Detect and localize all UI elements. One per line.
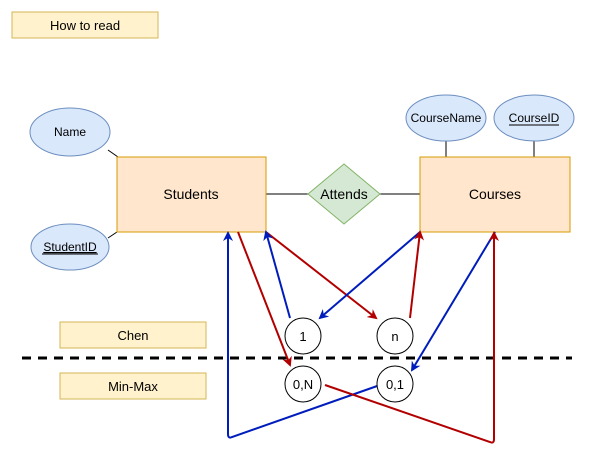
attribute-courseid-text: CourseID — [509, 111, 560, 125]
cardinality-chen-n-text: n — [391, 329, 398, 344]
arrow-courses-to-01 — [410, 231, 496, 372]
attribute-studentid-text: StudentID — [43, 240, 97, 254]
legend-chen: Chen — [59, 321, 207, 349]
arrow-n-to-courses — [409, 230, 425, 319]
entity-courses: Courses — [419, 156, 571, 233]
legend-chen-text: Chen — [117, 328, 148, 343]
attribute-coursename: CourseName — [405, 94, 487, 142]
entity-students: Students — [116, 156, 267, 233]
relationship-attends-text: Attends — [320, 186, 367, 202]
studentid-connector — [107, 231, 118, 239]
cardinality-chen-1: 1 — [284, 317, 322, 355]
relationship-attends: Attends — [307, 163, 381, 225]
name-connector — [107, 149, 119, 158]
attribute-name-text: Name — [54, 125, 86, 139]
cardinality-minmax-01: 0,1 — [376, 365, 414, 403]
legend-minmax: Min-Max — [59, 372, 207, 400]
entity-courses-text: Courses — [469, 186, 521, 202]
attribute-studentid: StudentID — [30, 223, 110, 271]
arrow-0N-to-courses — [324, 231, 499, 444]
cardinality-chen-1-text: 1 — [299, 329, 306, 344]
arrow-students-to-0N — [237, 231, 292, 367]
cardinality-chen-n: n — [376, 317, 414, 355]
arrow-students-to-n — [265, 231, 378, 320]
arrow-courses-to-1 — [318, 231, 421, 320]
attribute-name: Name — [29, 107, 111, 157]
cardinality-minmax-0N: 0,N — [284, 365, 322, 403]
how-to-read-label: How to read — [11, 11, 159, 39]
cardinality-minmax-0N-text: 0,N — [293, 377, 313, 392]
how-to-read-text: How to read — [50, 18, 120, 33]
cardinality-minmax-01-text: 0,1 — [386, 377, 404, 392]
arrow-01-to-students — [223, 231, 381, 439]
arrow-1-to-students — [263, 230, 291, 319]
attribute-courseid: CourseID — [493, 94, 575, 142]
entity-students-text: Students — [163, 186, 218, 202]
attribute-coursename-text: CourseName — [411, 111, 482, 125]
legend-minmax-text: Min-Max — [108, 379, 158, 394]
